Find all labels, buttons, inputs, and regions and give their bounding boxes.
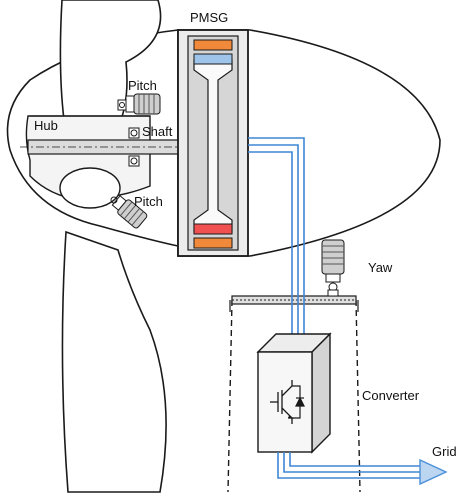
magnet-top-blue — [193, 53, 233, 65]
magnet-bottom-orange — [193, 237, 233, 249]
grid-arrow — [419, 458, 448, 486]
label-pitch-top: Pitch — [128, 78, 157, 93]
bearing-icon — [128, 127, 140, 167]
converter-box — [256, 332, 332, 454]
magnet-bottom-red — [193, 223, 233, 235]
magnet-top-orange — [193, 39, 233, 51]
tower-tube — [227, 299, 361, 493]
label-shaft: Shaft — [142, 124, 173, 139]
hub-body — [25, 115, 151, 201]
tower — [61, 230, 167, 493]
power-cables — [248, 137, 305, 340]
label-grid: Grid — [432, 444, 457, 459]
pitch-motor-icon — [117, 93, 161, 115]
grid-cables — [277, 452, 420, 479]
yaw-motor-icon — [321, 239, 345, 297]
label-yaw: Yaw — [368, 260, 393, 275]
label-pmsg: PMSG — [190, 10, 228, 25]
label-converter: Converter — [362, 388, 420, 403]
label-hub: Hub — [34, 118, 58, 133]
diode-icon — [292, 385, 305, 419]
pitch-motor-icon — [111, 195, 148, 229]
label-pitch-bottom: Pitch — [134, 194, 163, 209]
blade-root-lower — [59, 167, 121, 209]
